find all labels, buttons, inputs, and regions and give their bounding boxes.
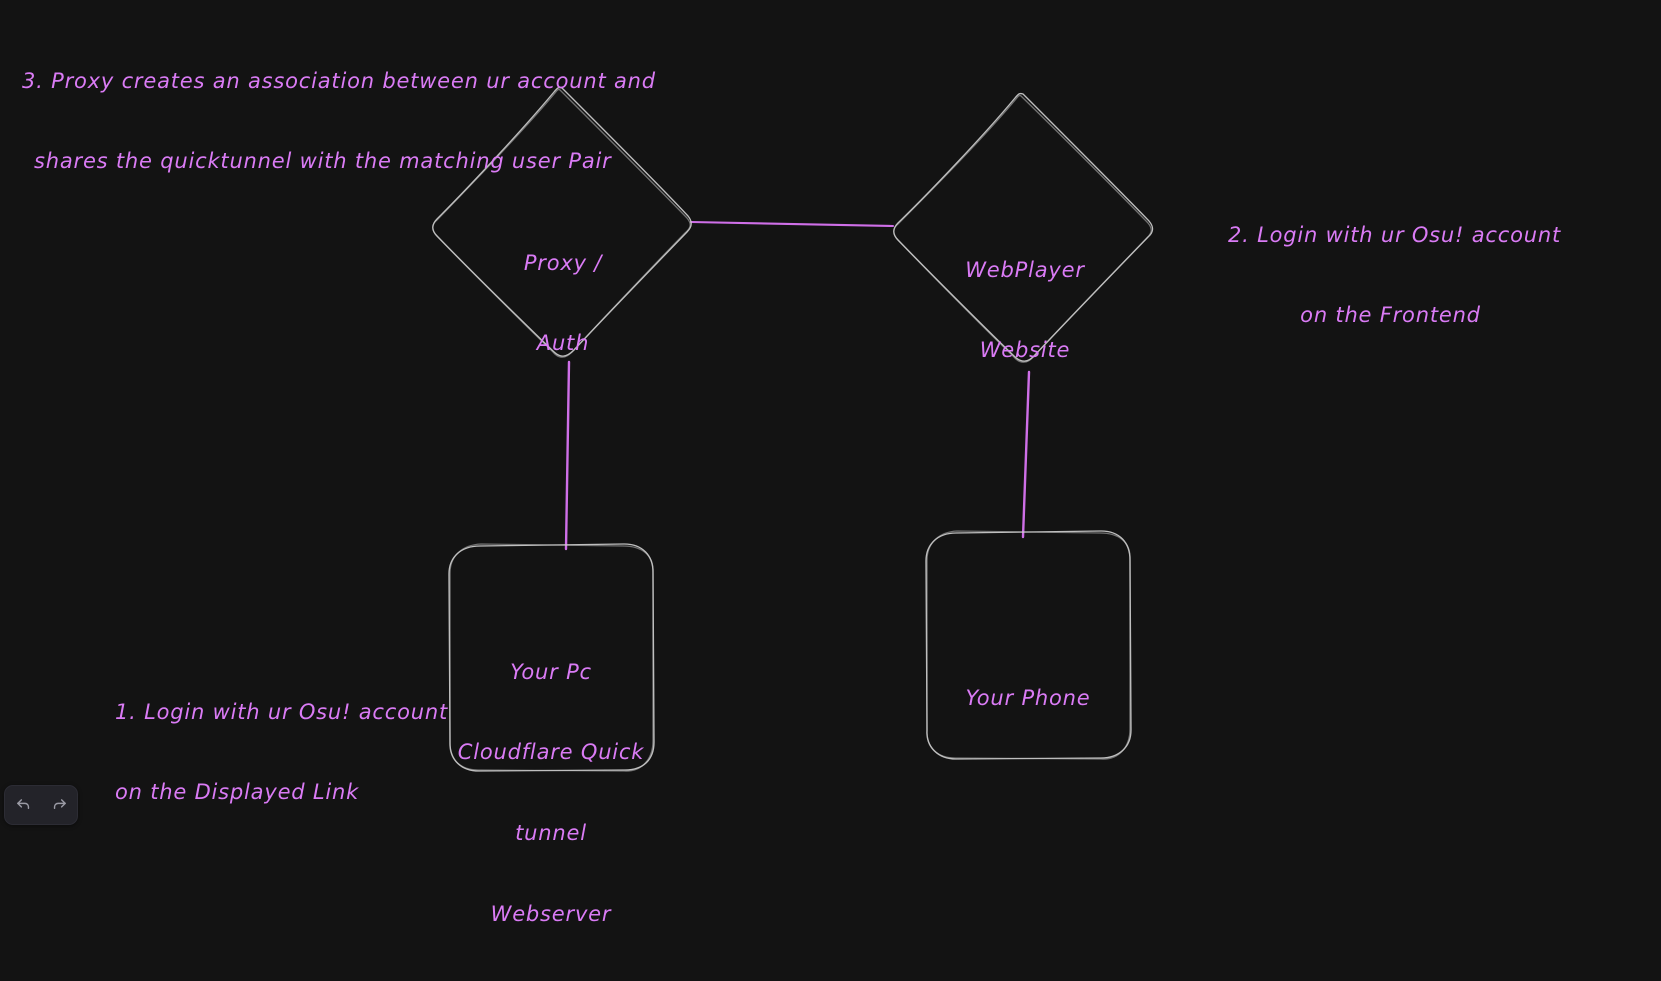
shape-your-pc[interactable] [448, 543, 655, 772]
node-label-line: Proxy / [523, 250, 603, 275]
node-label-line: Your Pc [510, 659, 592, 684]
node-label-line: Auth [536, 331, 590, 356]
note-line: on the Frontend [1300, 303, 1481, 328]
whiteboard-canvas[interactable]: Proxy / Auth WebPlayer Website Your Pc C… [0, 0, 1661, 926]
node-label-proxy-auth: Proxy / Auth [498, 196, 628, 411]
connector-layer [564, 220, 1031, 551]
shape-proxy-auth[interactable] [432, 86, 692, 358]
node-label-line: WebPlayer [965, 257, 1085, 282]
node-label-line: Cloudflare Quick [457, 740, 645, 765]
connector-webplayer-to-your-phone[interactable] [1021, 370, 1031, 539]
redo-button[interactable] [46, 792, 72, 818]
node-label-line: Webserver [490, 901, 612, 926]
node-label-line: Website [979, 338, 1071, 363]
note-step-3: 3. Proxy creates an association between … [22, 14, 656, 229]
connector-proxy-to-webplayer[interactable] [689, 220, 895, 228]
note-line: shares the quicktunnel with the matching… [34, 149, 612, 174]
note-line: 2. Login with ur Osu! account [1228, 222, 1561, 247]
connector-proxy-to-your-pc[interactable] [564, 360, 571, 551]
shape-layer [432, 86, 1154, 772]
node-label-line: Your Phone [965, 685, 1091, 710]
note-step-2: 2. Login with ur Osu! account on the Fro… [1228, 168, 1561, 383]
note-step-1: 1. Login with ur Osu! account on the Dis… [115, 645, 448, 860]
redo-icon [53, 798, 66, 809]
shape-webplayer[interactable] [893, 92, 1154, 363]
undo-icon [16, 798, 29, 809]
node-label-webplayer: WebPlayer Website [954, 203, 1096, 418]
note-line: on the Displayed Link [115, 780, 360, 805]
note-line: 1. Login with ur Osu! account [115, 699, 448, 724]
node-label-line: tunnel [515, 821, 587, 845]
undo-button[interactable] [10, 792, 36, 818]
history-toolbar [4, 785, 78, 825]
note-line: 3. Proxy creates an association between … [22, 68, 656, 93]
shape-your-phone[interactable] [925, 530, 1132, 760]
node-label-your-phone: Your Phone [928, 631, 1128, 765]
node-label-your-pc: Your Pc Cloudflare Quick tunnel Webserve… [451, 605, 651, 981]
